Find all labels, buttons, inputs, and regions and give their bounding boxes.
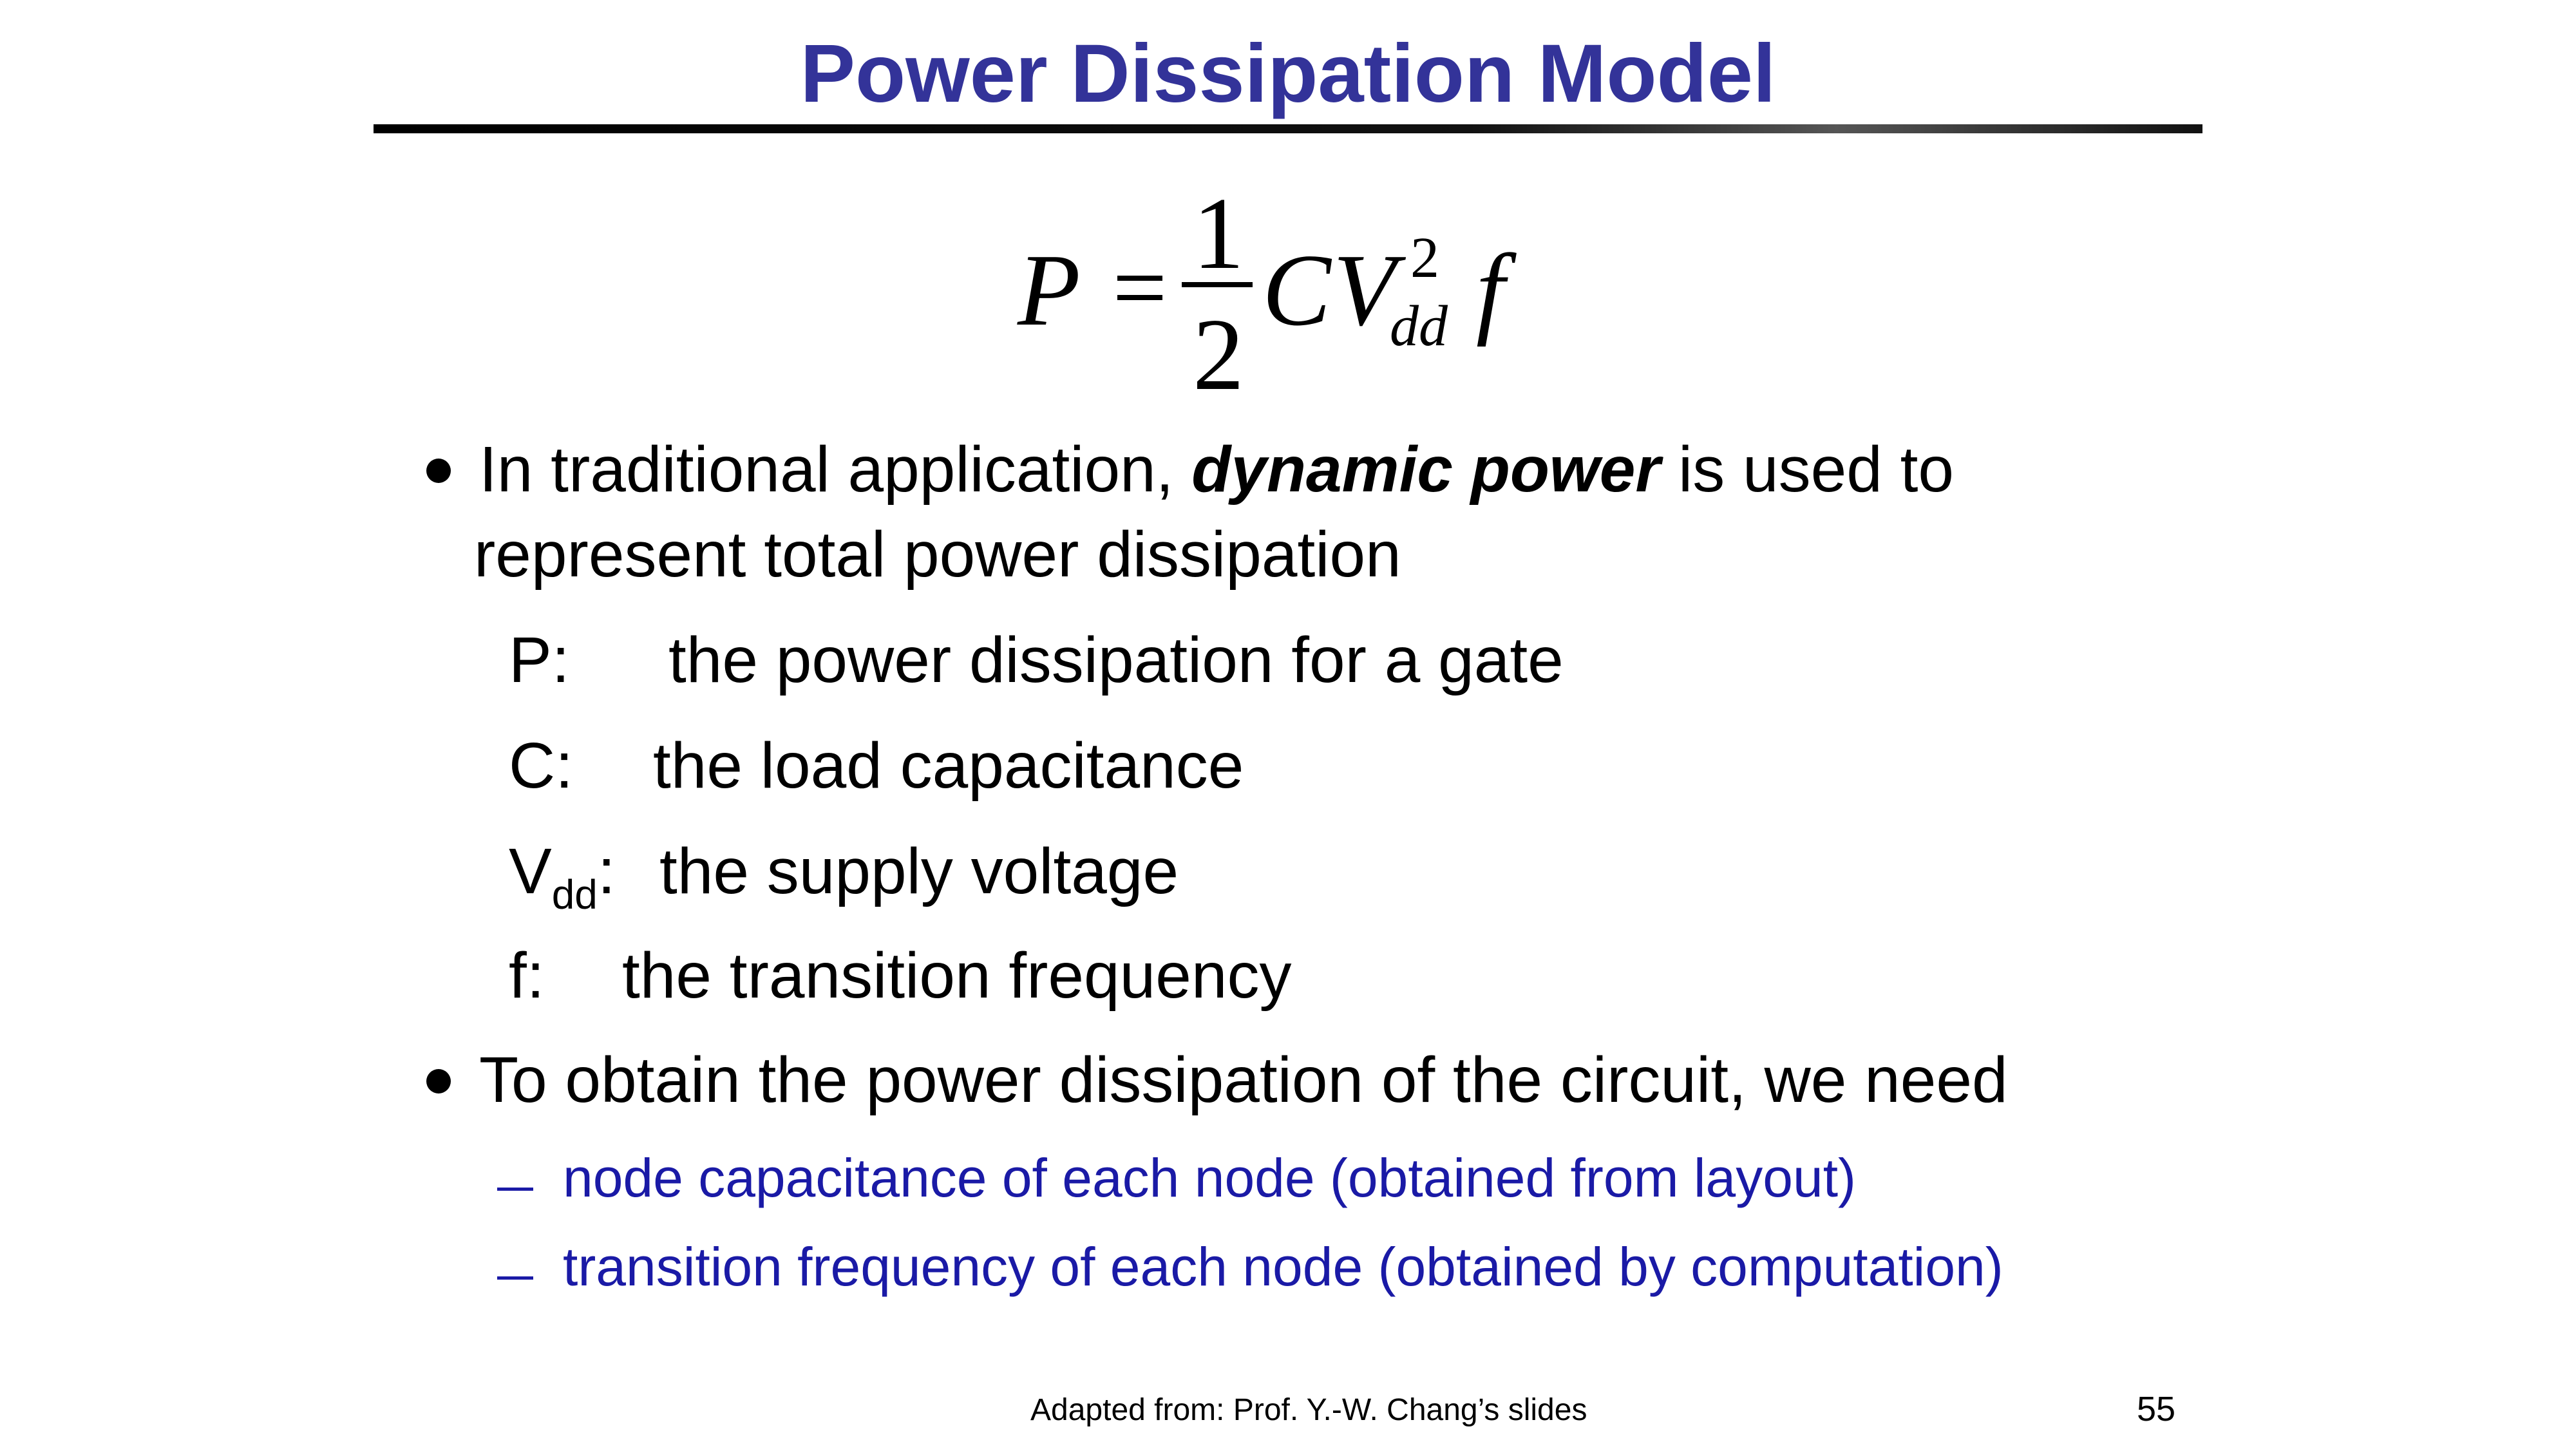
definition-text: the supply voltage bbox=[659, 835, 1179, 907]
formula-v: V bbox=[1333, 232, 1396, 347]
bullet-dynamic-power: In traditional application, dynamic powe… bbox=[479, 428, 1954, 511]
definition-text: the power dissipation for a gate bbox=[668, 624, 1564, 696]
dash-icon bbox=[497, 1188, 533, 1191]
bullet-text-before: In traditional application, bbox=[479, 433, 1192, 506]
sub-item-text: transition frequency of each node (obtai… bbox=[563, 1236, 2003, 1297]
title-rule bbox=[374, 124, 2202, 133]
definition-text: the load capacitance bbox=[653, 730, 1244, 802]
bullet-continuation: represent total power dissipation bbox=[474, 518, 1401, 591]
dash-icon bbox=[497, 1276, 533, 1280]
definition-term: Vdd: bbox=[509, 829, 616, 936]
bullet-circuit-power: To obtain the power dissipation of the c… bbox=[479, 1044, 2008, 1116]
bullet-icon bbox=[426, 1069, 451, 1094]
formula-f: f bbox=[1476, 232, 1505, 347]
formula-denominator: 2 bbox=[1193, 297, 1244, 412]
formula-fraction-bar bbox=[1182, 282, 1253, 287]
sub-item-text: node capacitance of each node (obtained … bbox=[563, 1148, 1857, 1208]
definition-term-v: V bbox=[509, 835, 552, 907]
bullet-emphasis: dynamic power bbox=[1191, 433, 1661, 506]
formula-exponent: 2 bbox=[1410, 226, 1439, 290]
definition-term: P: bbox=[509, 624, 570, 696]
formula-p: P bbox=[1018, 232, 1081, 347]
formula-equals-bottom bbox=[1117, 295, 1162, 300]
definition-term-colon: : bbox=[597, 835, 616, 907]
formula-numerator: 1 bbox=[1193, 176, 1244, 290]
definition-term: C: bbox=[509, 730, 573, 802]
definition-term: f: bbox=[509, 940, 545, 1012]
power-formula: P 1 2 C V 2 dd f bbox=[1018, 176, 1597, 406]
footer-credit: Adapted from: Prof. Y.-W. Chang’s slides bbox=[1030, 1393, 1587, 1427]
formula-equals-top bbox=[1117, 276, 1162, 281]
bullet-text-after: is used to bbox=[1660, 433, 1955, 506]
definition-text: the transition frequency bbox=[622, 940, 1292, 1012]
bullet-icon bbox=[426, 459, 451, 483]
definition-term-subscript: dd bbox=[551, 871, 598, 918]
formula-subscript: dd bbox=[1390, 294, 1448, 358]
slide-title: Power Dissipation Model bbox=[800, 28, 1776, 120]
page-number: 55 bbox=[2137, 1390, 2176, 1428]
formula-c: C bbox=[1262, 232, 1331, 347]
